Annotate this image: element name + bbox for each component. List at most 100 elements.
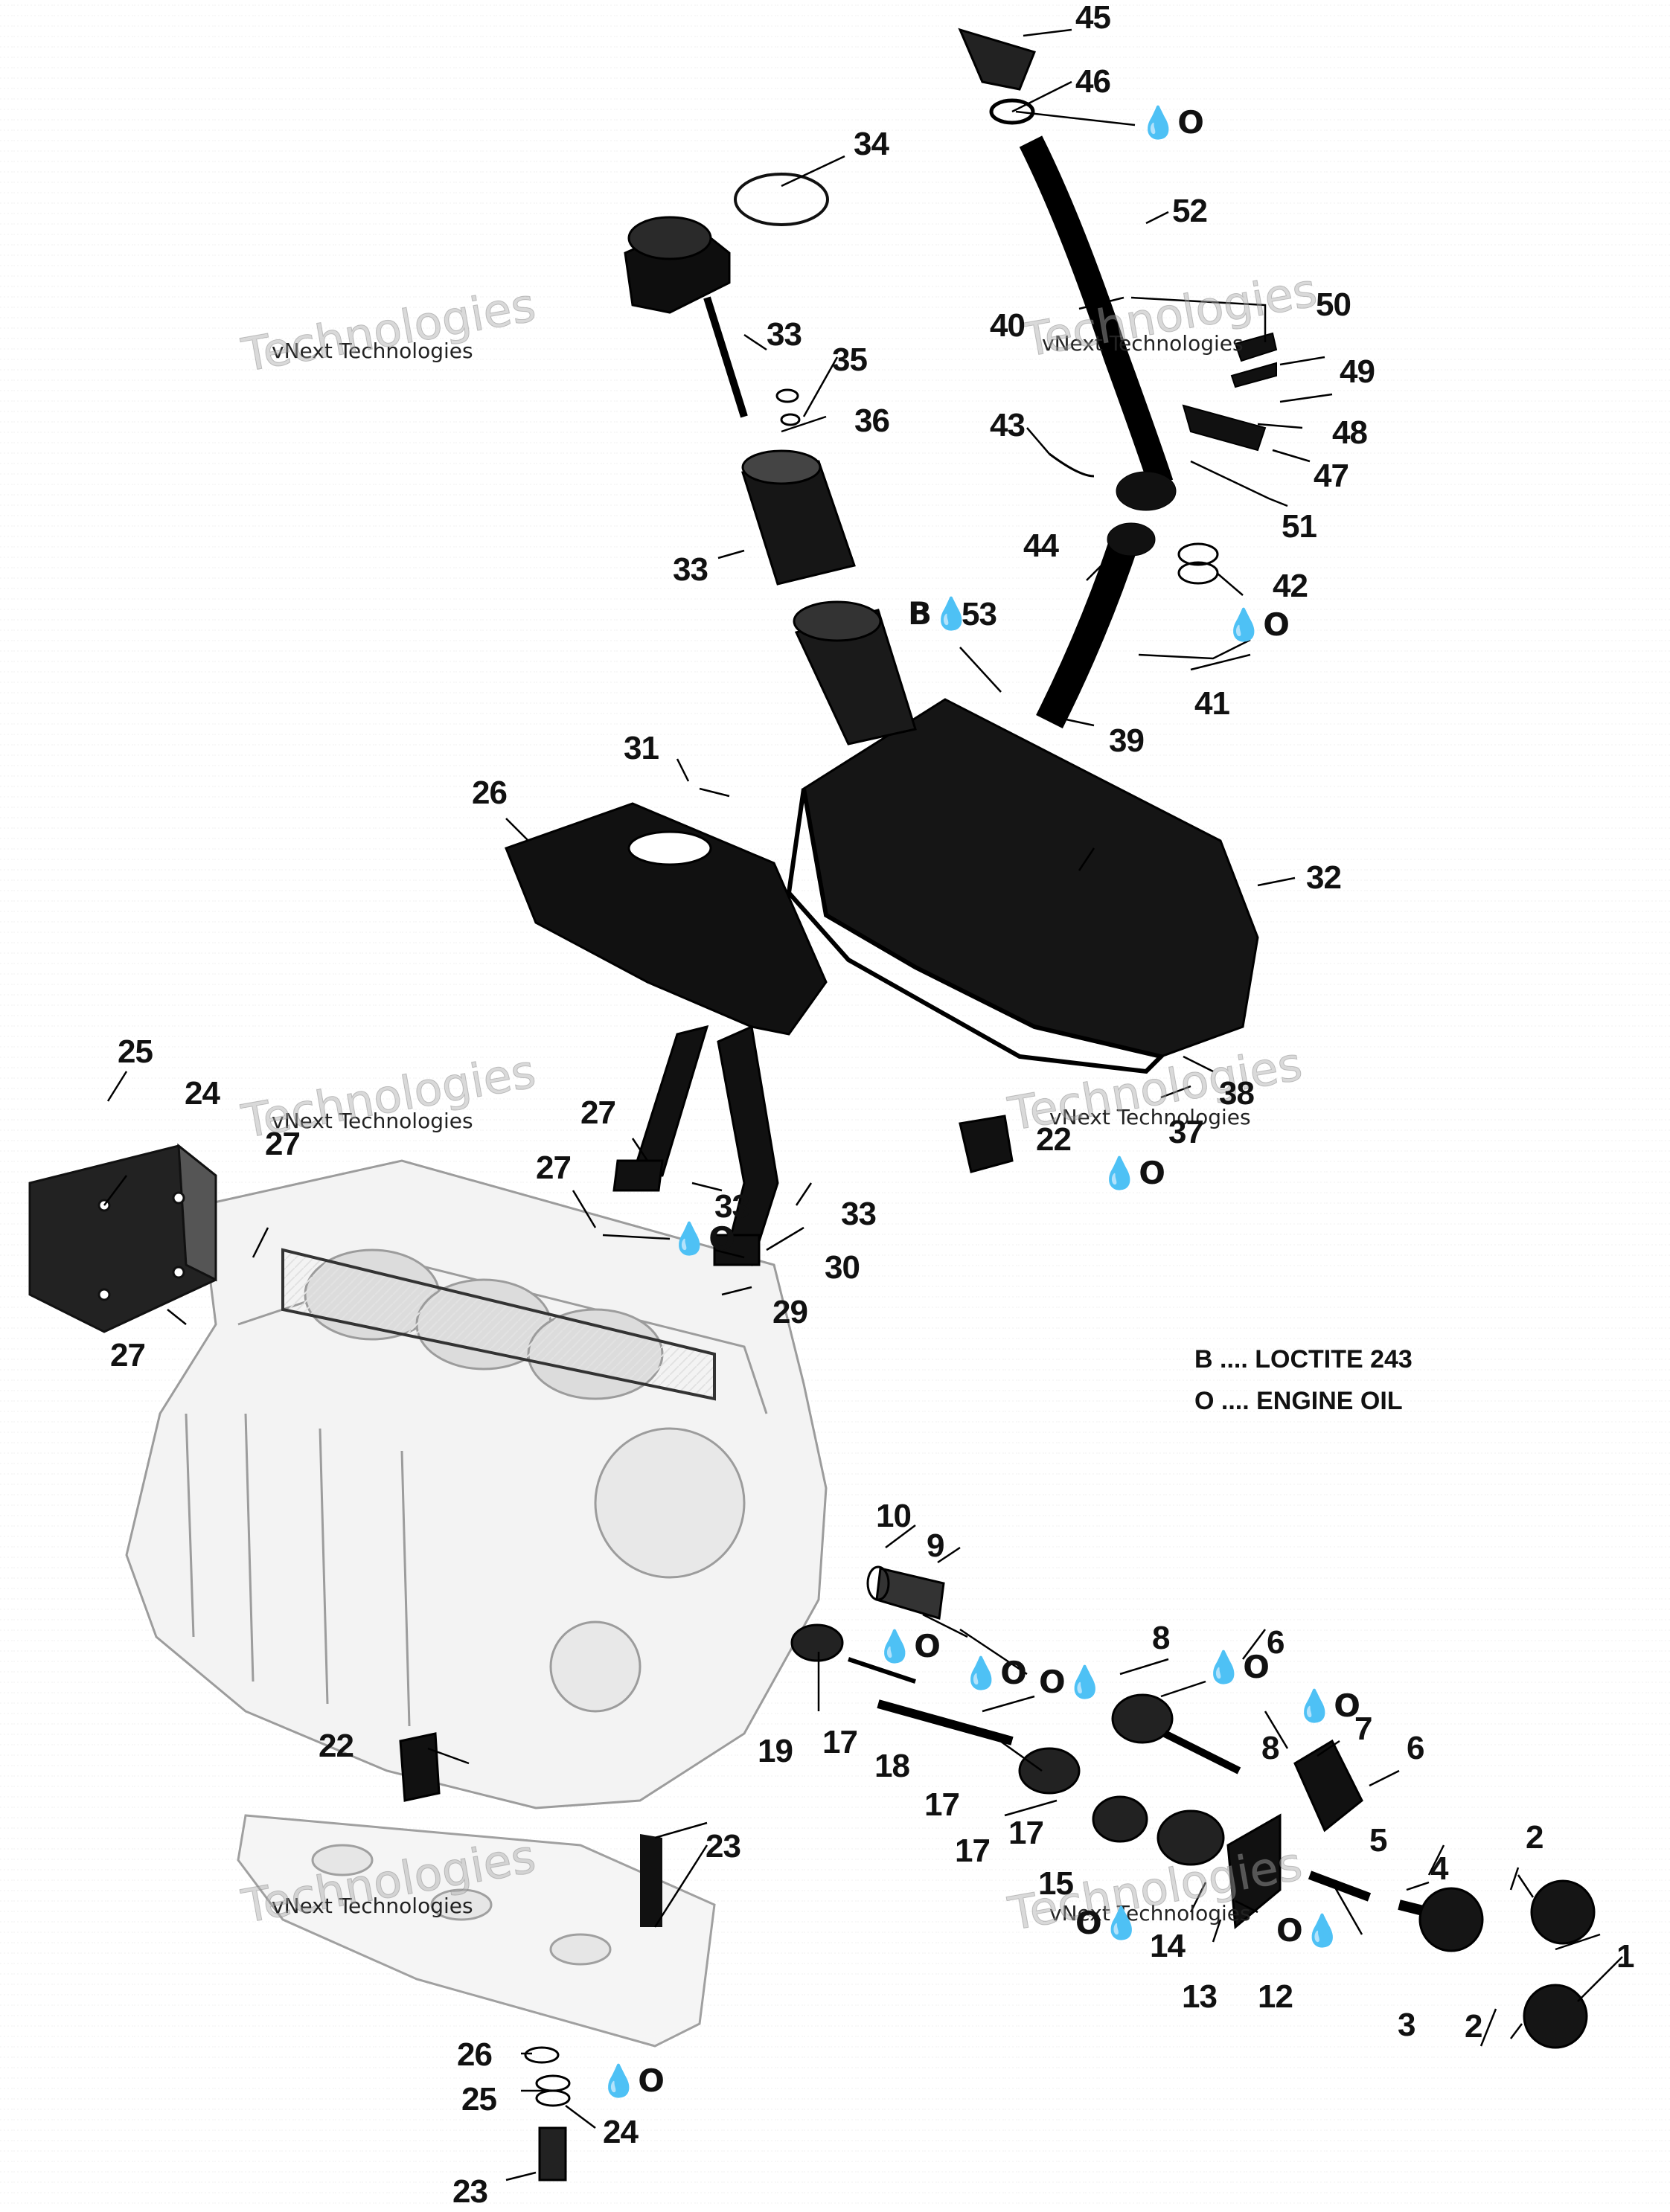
oil-symbol: O💧 — [1276, 1912, 1343, 1949]
oil-symbol-letter: O — [1276, 1912, 1303, 1949]
callout-48: 42 — [1273, 568, 1308, 604]
oil-symbol-letter: O — [914, 1628, 941, 1664]
callout-20: 18 — [874, 1748, 910, 1784]
callout-41: 35 — [832, 342, 868, 378]
hose-pipes — [612, 1025, 779, 1266]
callout-39: 33 — [767, 316, 802, 353]
callout-22a: 22 — [1036, 1121, 1072, 1158]
callout-6: 6 — [1407, 1730, 1425, 1766]
callout-13: 12 — [1258, 1978, 1293, 2015]
cover-plate-22 — [399, 1732, 441, 1802]
oil-symbol-letter: O — [1243, 1649, 1270, 1685]
callout-9: 8 — [1152, 1620, 1171, 1656]
oil-symbol-letter: O — [1075, 1905, 1102, 1941]
oil-symbol: 💧O — [962, 1655, 1028, 1691]
callout-14: 13 — [1182, 1978, 1218, 2015]
oil-symbol-letter: O — [1139, 1155, 1166, 1191]
callout-29: 25 — [118, 1033, 153, 1070]
callout-2a: 2 — [1526, 1819, 1544, 1856]
callout-38: 33 — [673, 551, 708, 588]
oil-symbol: 💧O — [875, 1628, 941, 1664]
callout-49: 43 — [990, 407, 1026, 443]
callout-43: 37 — [1168, 1114, 1204, 1150]
callout-46: 40 — [990, 307, 1026, 344]
callout-57: 51 — [1282, 508, 1317, 545]
oil-symbol-letter: O — [1263, 606, 1290, 643]
callout-35: 30 — [825, 1249, 860, 1286]
oil-symbol-letter: O — [708, 1220, 736, 1257]
callout-51: 45 — [1075, 0, 1111, 36]
callout-24: 24 — [603, 2114, 639, 2150]
oil-symbol: O💧 — [1075, 1905, 1142, 1941]
callout-31: 27 — [536, 1150, 572, 1186]
callout-34: 29 — [772, 1294, 808, 1330]
oil-symbol: 💧O — [1204, 1649, 1270, 1685]
oil-symbol: O💧 — [1039, 1664, 1105, 1700]
callout-18: 17 — [955, 1833, 991, 1869]
loctite-symbol: B💧 — [908, 595, 971, 632]
callout-28: 24 — [185, 1075, 220, 1112]
callout-53: 47 — [1314, 458, 1349, 494]
oil-cooler — [28, 1143, 217, 1333]
callout-47: 41 — [1194, 685, 1230, 722]
callout-56: 50 — [1316, 286, 1351, 323]
callout-45: 39 — [1109, 722, 1145, 759]
oil-symbol: 💧O — [1139, 104, 1205, 141]
callout-22b: 22 — [319, 1728, 354, 1764]
callout-23: 23 — [452, 2173, 488, 2210]
oil-symbol: 💧O — [1224, 606, 1290, 643]
callout-11: 9 — [927, 1527, 945, 1564]
callout-3: 3 — [1398, 2007, 1416, 2043]
oil-symbol-letter: O — [1334, 1687, 1361, 1724]
oil-symbol: 💧O — [670, 1220, 736, 1257]
callout-22c: 23 — [706, 1828, 741, 1865]
oil-symbol: 💧O — [1100, 1155, 1166, 1191]
loctite-symbol-letter: B — [908, 595, 932, 632]
callout-8: 8 — [1261, 1730, 1280, 1766]
oil-tank — [786, 600, 1259, 1074]
leader-lines — [103, 28, 1623, 2181]
drain-plug — [524, 2046, 571, 2181]
oil-symbol: 💧O — [599, 2062, 665, 2099]
callout-42: 36 — [854, 403, 890, 439]
callout-30: 26 — [472, 775, 508, 811]
callout-59: 53 — [962, 596, 997, 632]
callout-5: 5 — [1369, 1822, 1388, 1859]
callout-36: 31 — [624, 730, 659, 766]
oil-symbol-letter: O — [638, 2062, 665, 2099]
o-ring — [734, 173, 829, 226]
callout-33b: 33 — [841, 1196, 877, 1232]
callout-52: 46 — [1075, 63, 1111, 100]
baffle-plate — [505, 802, 828, 1036]
callout-7: 7 — [1354, 1711, 1373, 1747]
legend-engine-oil: O .... ENGINE OIL — [1194, 1387, 1403, 1415]
callout-37: 32 — [1306, 859, 1342, 896]
callout-32: 27 — [580, 1094, 616, 1131]
oil-symbol-letter: O — [1000, 1655, 1028, 1691]
callout-17b: 17 — [1008, 1815, 1044, 1851]
callout-1: 1 — [1616, 1938, 1635, 1975]
legend-loctite: B .... LOCTITE 243 — [1194, 1345, 1413, 1373]
callout-27a: 27 — [265, 1126, 301, 1162]
dipstick-tube — [1019, 135, 1177, 728]
callout-25: 25 — [461, 2081, 497, 2118]
callout-44: 38 — [1219, 1075, 1255, 1112]
callout-58: 52 — [1172, 193, 1208, 229]
gasket-22 — [640, 1834, 662, 1927]
callout-21: 19 — [758, 1733, 793, 1769]
callout-12: 10 — [876, 1498, 912, 1534]
oil-symbol-letter: O — [1039, 1664, 1066, 1700]
oil-filter — [741, 449, 856, 586]
callout-10: 6 — [1267, 1624, 1285, 1661]
callout-27b: 27 — [110, 1337, 146, 1373]
callout-40: 34 — [854, 126, 889, 162]
callout-4: 4 — [1430, 1850, 1449, 1887]
callout-16: 15 — [1038, 1865, 1074, 1902]
oil-symbol-letter: O — [1177, 104, 1205, 141]
dipstick-cap — [958, 28, 1037, 125]
callout-17a: 17 — [822, 1724, 858, 1760]
oil-pan-plate — [237, 1814, 716, 2048]
oil-pump-parts — [790, 1565, 1596, 2049]
